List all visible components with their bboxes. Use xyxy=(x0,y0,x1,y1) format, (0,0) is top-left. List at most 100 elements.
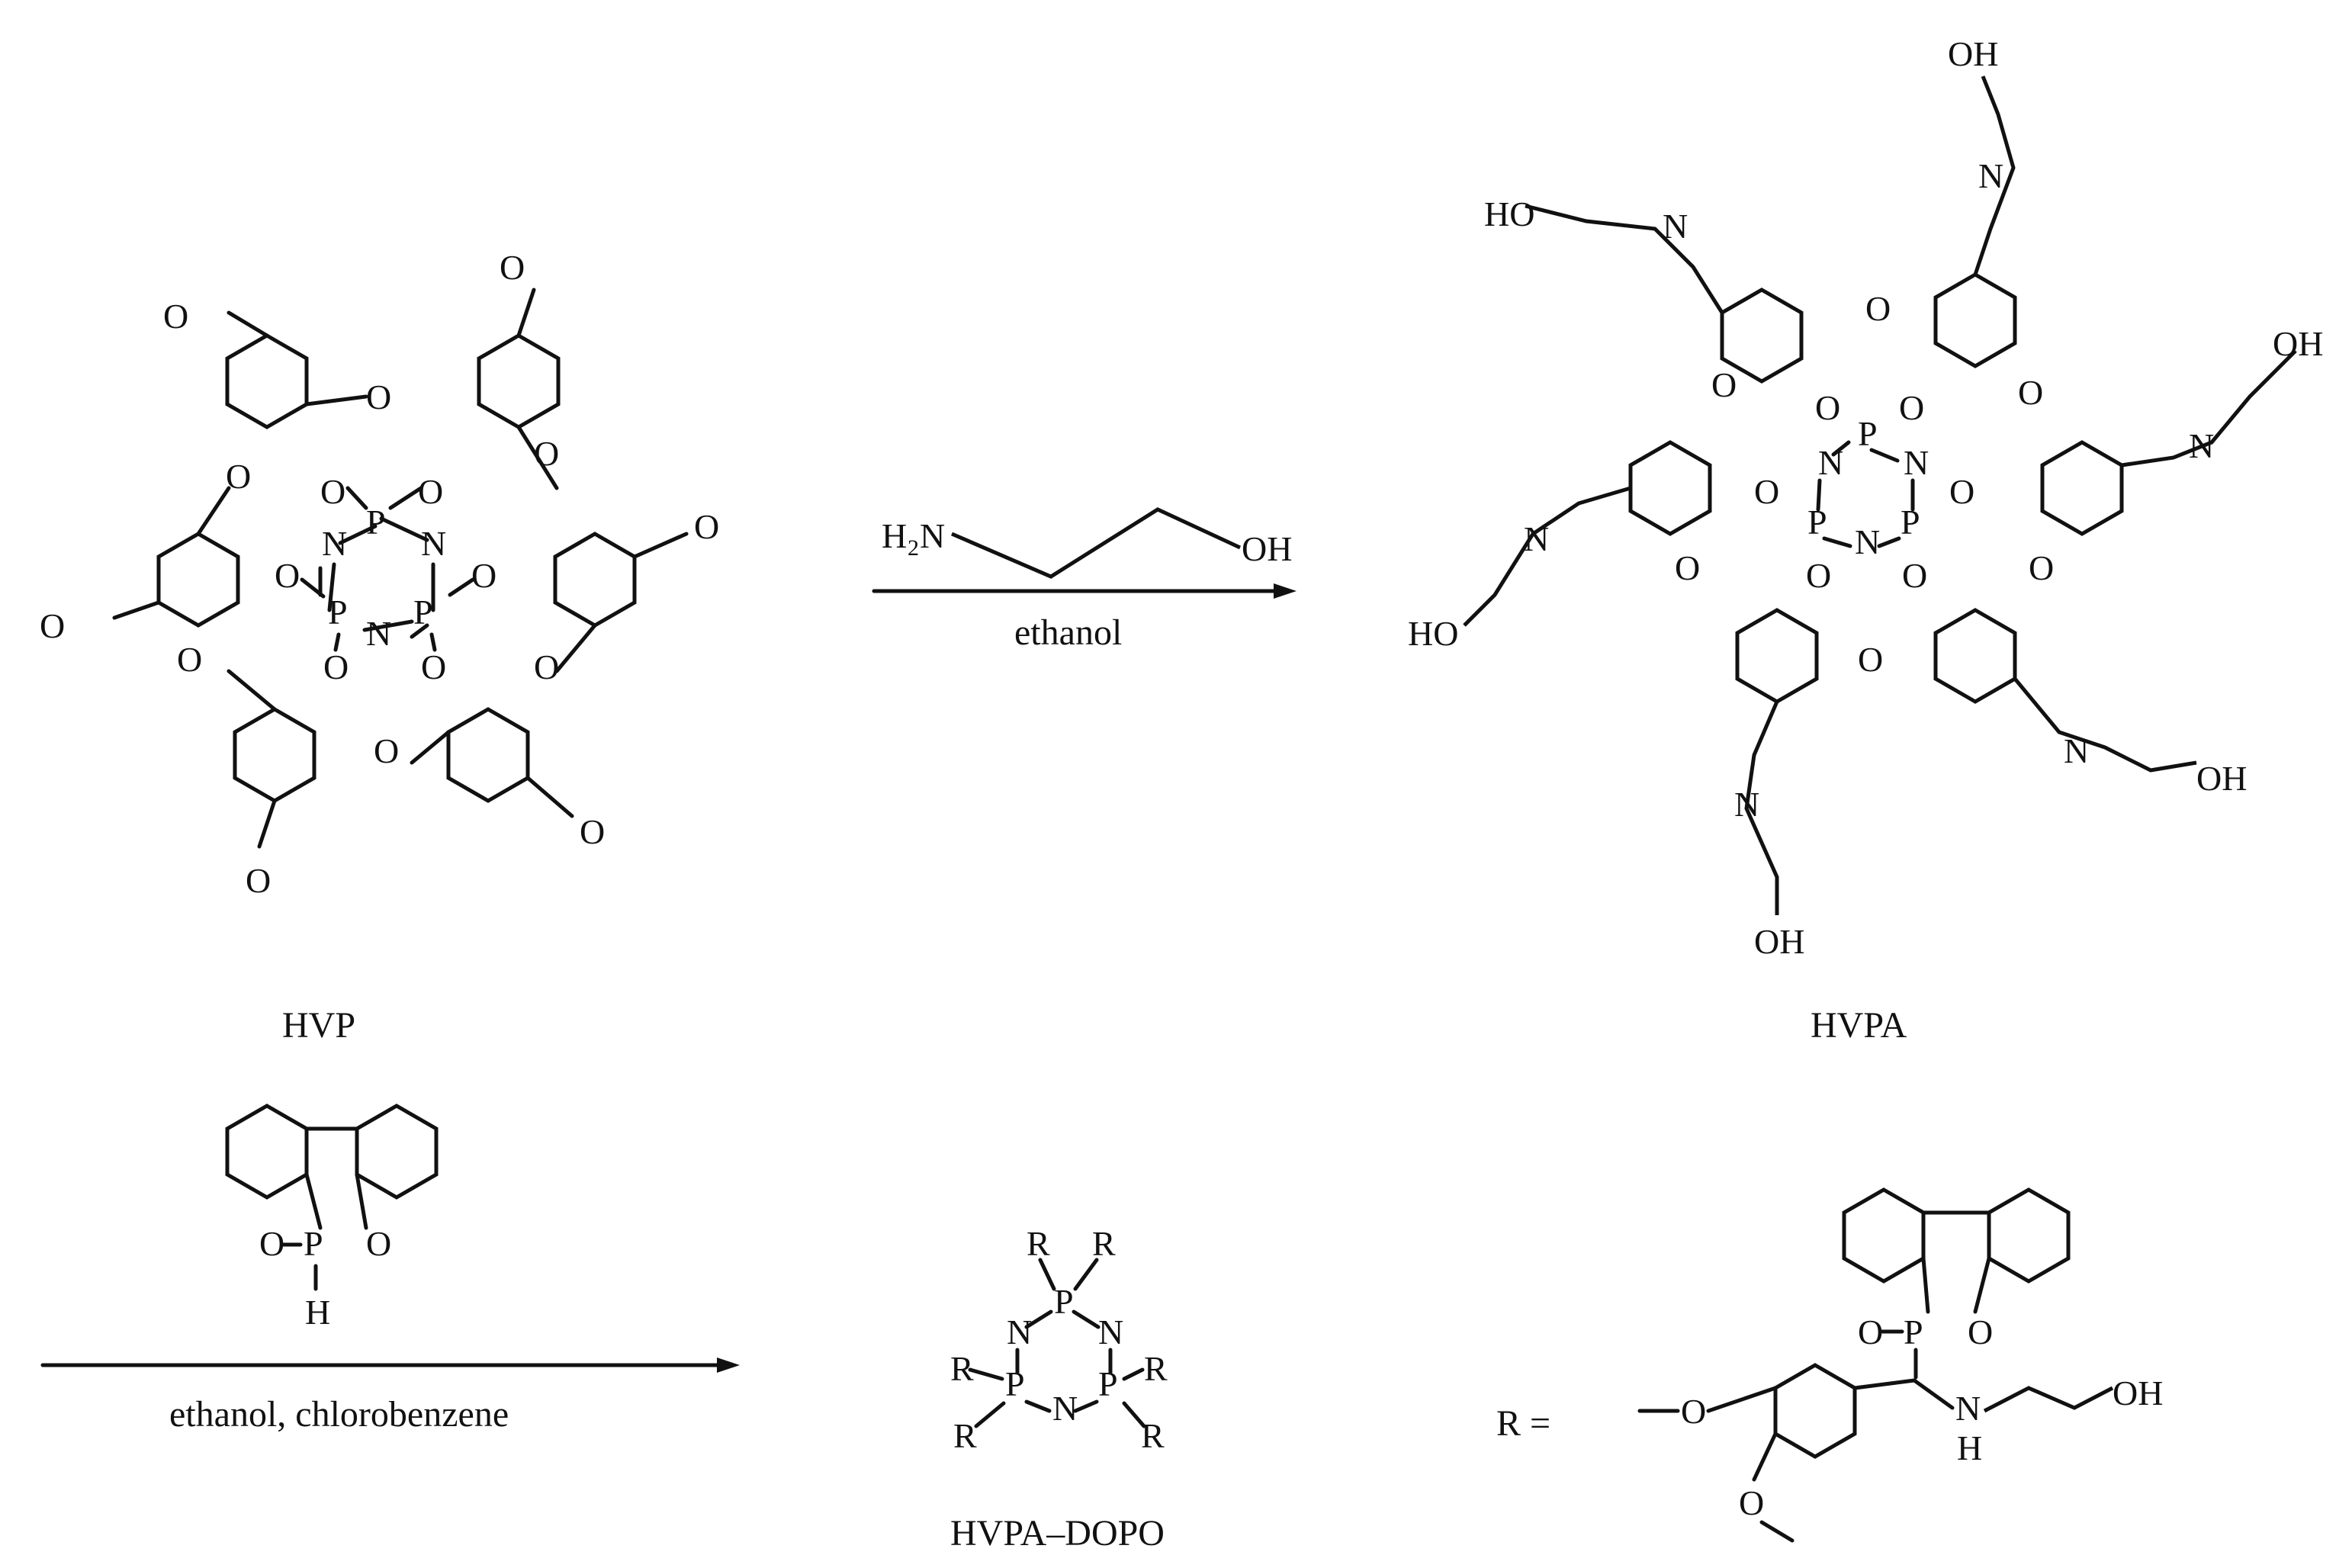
atom-o: O xyxy=(226,457,251,496)
atom-oh: OH xyxy=(1948,34,1998,73)
step1-reagent-ethanolamine: H 2 N OH xyxy=(882,507,1292,579)
atom-o: O xyxy=(1858,1313,1883,1351)
atom-n: N xyxy=(1855,522,1880,561)
atom-o: O xyxy=(1675,548,1700,587)
atom-o: O xyxy=(1899,388,1924,427)
step1-conditions: ethanol xyxy=(1014,612,1122,653)
atom-n: N xyxy=(322,524,347,563)
r-definition-label: R = xyxy=(1496,1403,1550,1444)
atom-o: O xyxy=(259,1224,284,1263)
atom-p: P xyxy=(1858,414,1878,453)
atom-n: N xyxy=(1978,156,2003,195)
atom-o: O xyxy=(1858,640,1883,679)
atom-o: O xyxy=(2018,373,2043,412)
atom-oh: OH xyxy=(2273,324,2323,363)
hvp-aryl-ring xyxy=(156,532,240,628)
atom-oh: OH xyxy=(2196,759,2247,798)
hvp-aryl-ring xyxy=(446,707,530,803)
atom-o: O xyxy=(163,297,188,336)
atom-n: N xyxy=(421,524,446,563)
atom-o: O xyxy=(1815,388,1840,427)
r-group-structure: O P O N H OH O O xyxy=(1637,1187,2163,1543)
hvpa-structure: P N N P P N O O O O O O xyxy=(1408,34,2323,961)
atom-r: R xyxy=(1144,1349,1168,1388)
atom-r: R xyxy=(1027,1224,1050,1263)
atom-o: O xyxy=(1739,1483,1764,1522)
atom-h: H xyxy=(305,1293,330,1332)
atom-r: R xyxy=(1141,1416,1165,1455)
atom-o: O xyxy=(694,507,719,546)
compound-label-hvpa-dopo: HVPA–DOPO xyxy=(950,1513,1165,1554)
hvpa-aryl-ring xyxy=(1735,608,1819,704)
atom-o: O xyxy=(418,472,443,511)
atom-oh: OH xyxy=(1242,529,1292,568)
atom-o: O xyxy=(471,556,496,595)
atom-o: O xyxy=(1806,556,1831,595)
hvp-phosphazene-core: P N N P P N O O O O O O xyxy=(275,472,496,686)
atom-o: O xyxy=(246,861,271,900)
atom-oh: OH xyxy=(2113,1374,2163,1412)
atom-ho: HO xyxy=(1408,614,1458,653)
compound-label-hvpa: HVPA xyxy=(1811,1005,1907,1046)
hvpa-aryl-ring xyxy=(1933,608,2017,704)
atom-o: O xyxy=(1681,1392,1706,1431)
atom-r: R xyxy=(1092,1224,1116,1263)
atom-p: P xyxy=(1098,1364,1118,1403)
atom-o: O xyxy=(1949,472,1974,511)
atom-n: N xyxy=(2189,426,2214,465)
atom-o: O xyxy=(534,434,559,473)
atom-ho: HO xyxy=(1484,194,1534,233)
atom-o: O xyxy=(534,647,559,686)
atom-n: N xyxy=(1524,519,1549,558)
hvp-aryl-ring xyxy=(233,707,316,803)
step2-reagent-dopo: O P O H xyxy=(225,1104,439,1332)
atom-p: P xyxy=(1904,1313,1923,1351)
atom-o: O xyxy=(320,472,345,511)
hvp-aryl-ring xyxy=(225,333,309,429)
atom-n: N xyxy=(1052,1389,1078,1428)
atom-o: O xyxy=(2029,548,2054,587)
atom-o: O xyxy=(500,248,525,287)
atom-n: N xyxy=(366,614,391,653)
atom-n: N xyxy=(1098,1313,1123,1351)
atom-o: O xyxy=(1711,365,1737,404)
step2-conditions: ethanol, chlorobenzene xyxy=(169,1394,509,1435)
hvp-aryl-ring xyxy=(477,333,561,429)
atom-p: P xyxy=(1005,1364,1025,1403)
hvp-structure: P N N P P N O O O O O O xyxy=(40,248,719,900)
h2n-n: N xyxy=(920,516,945,555)
hvpa-aryl-ring xyxy=(1933,272,2017,368)
atom-o: O xyxy=(275,556,300,595)
hvp-aryl-ring xyxy=(553,532,637,628)
atom-p: P xyxy=(304,1224,323,1263)
atom-n: N xyxy=(1007,1313,1032,1351)
atom-n: N xyxy=(1955,1389,1981,1428)
atom-o: O xyxy=(40,606,65,645)
h2n-h: H xyxy=(882,516,907,555)
atom-h: H xyxy=(1957,1428,1982,1467)
hvpa-dopo-structure: R R P N N P P N R R R R xyxy=(950,1224,1168,1455)
atom-o: O xyxy=(421,647,446,686)
atom-p: P xyxy=(366,503,386,541)
atom-o: O xyxy=(366,1224,391,1263)
atom-n: N xyxy=(1734,785,1759,824)
step2-arrow-head xyxy=(717,1358,740,1373)
hvpa-aryl-ring xyxy=(1628,440,1712,536)
atom-p: P xyxy=(413,593,433,631)
atom-o: O xyxy=(580,812,605,851)
atom-oh: OH xyxy=(1754,922,1804,961)
hvpa-aryl-ring xyxy=(2040,440,2124,536)
step1-arrow-head xyxy=(1274,583,1296,599)
atom-n: N xyxy=(1663,207,1688,246)
atom-o: O xyxy=(1968,1313,1993,1351)
atom-r: R xyxy=(953,1416,977,1455)
compound-label-hvp: HVP xyxy=(282,1005,355,1046)
atom-o: O xyxy=(1754,472,1779,511)
atom-p: P xyxy=(1901,503,1920,541)
atom-o: O xyxy=(323,647,349,686)
atom-o: O xyxy=(177,640,202,679)
atom-o: O xyxy=(1865,289,1891,328)
h2n-subscript: 2 xyxy=(908,535,919,561)
atom-p: P xyxy=(328,593,348,631)
